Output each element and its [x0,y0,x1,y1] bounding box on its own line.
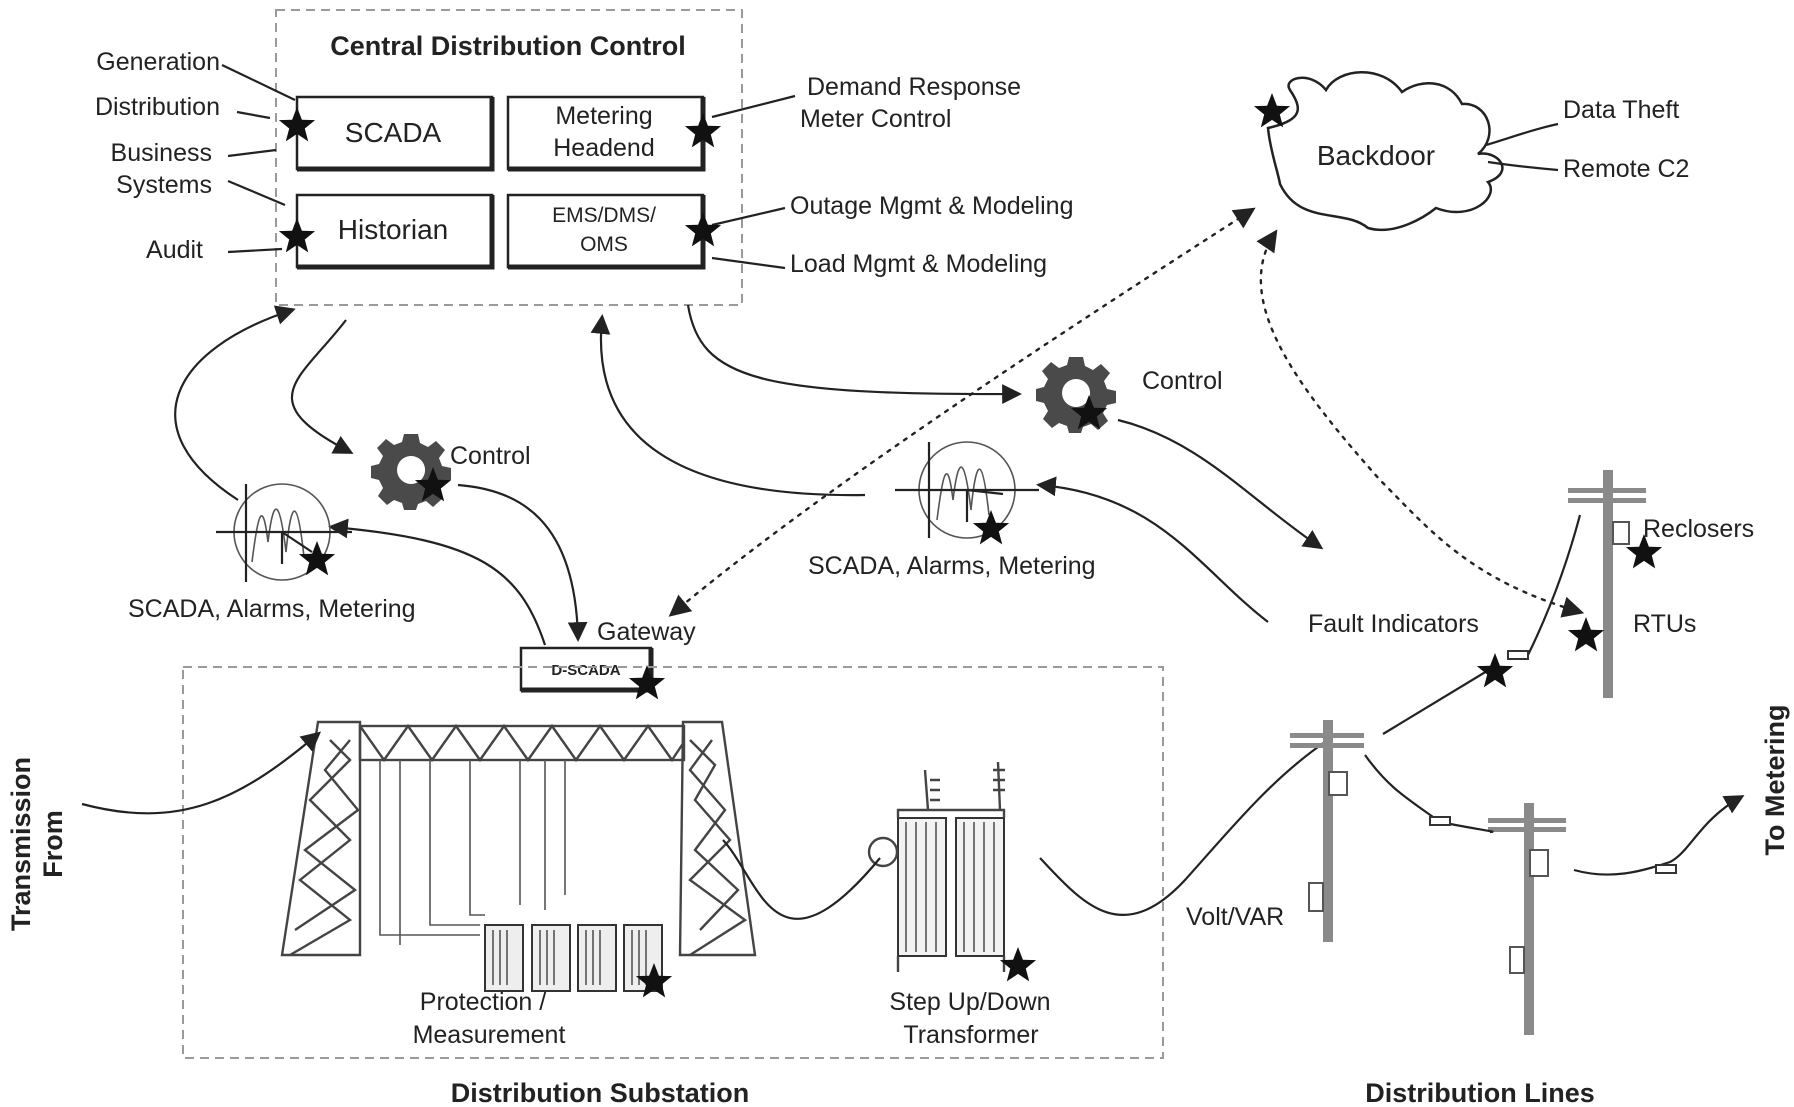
historian-label: Historian [338,214,448,245]
substation-footer: Distribution Substation [451,1078,749,1107]
backdoor-label: Backdoor [1317,140,1435,171]
backdoor-rtu-link [1256,229,1585,618]
data-theft-label: Data Theft [1563,96,1679,124]
gateway-to-left-scada-arrow [328,518,547,646]
from-transmission-label-2: Transmission [6,757,36,931]
left-control-gear-icon [371,434,451,510]
left-scada-alarms-label: SCADA, Alarms, Metering [128,595,416,623]
metering-headend-box: Metering Headend [506,95,706,172]
from-transmission-arrow [81,731,322,815]
load-label: Load Mgmt & Modeling [790,250,1047,278]
backdoor-cloud [1266,71,1504,231]
protection-label-1: Protection / [420,988,547,1016]
load-connector [711,256,786,270]
to-metering-label: To Metering [1760,705,1790,856]
rtu-threat-star-icon [1567,617,1605,652]
center-scada-monitor-icon [895,441,1039,539]
substation-frame [182,666,1164,1059]
from-transmission-label-1: From [38,810,68,878]
tower-to-transformer-line [722,839,881,920]
main-pole-icon [1290,720,1364,942]
transformer-threat-star-icon [999,947,1037,982]
line-sensor-device-2 [1655,864,1677,874]
outage-label: Outage Mgmt & Modeling [790,192,1073,220]
volt-var-label: Volt/VAR [1186,903,1284,931]
business-label-2: Systems [116,171,212,199]
distribution-label: Distribution [95,93,220,121]
fault-indicator-device [1507,650,1529,660]
data-theft-connector [1485,122,1559,147]
left-scada-monitor-icon [216,483,352,582]
remote-c2-label: Remote C2 [1563,155,1689,183]
fault-to-recloser-line [1527,514,1582,656]
right-control-label: Control [1142,367,1223,395]
transformer-label-1: Step Up/Down [889,988,1050,1016]
central-control-title: Central Distribution Control [330,31,685,61]
dscada-label: D-SCADA [551,662,620,679]
central-to-right-control-arrow [686,304,1022,404]
ems-label-2: OMS [580,233,628,256]
to-metering-arrow [1573,795,1745,876]
business-label-1: Business [111,139,212,167]
meter-control-label: Meter Control [800,105,951,133]
left-control-to-gateway-arrow [457,483,588,642]
recloser-pole-icon [1568,470,1646,698]
generation-connector [221,64,296,101]
left-control-label: Control [450,442,531,470]
transformer-label-2: Transformer [903,1021,1038,1049]
generation-label: Generation [96,48,220,76]
right-control-gear-icon [1036,357,1116,433]
fault-to-center-scada-arrow [1036,476,1269,623]
substation-tower-structure [280,720,757,957]
business-connector [227,148,277,158]
distribution-connector [236,110,271,120]
central-to-left-control-arrow [290,319,354,454]
scada-box: SCADA [295,95,495,172]
demand-response-label: Demand Response [807,73,1021,101]
metering-label-2: Headend [553,134,654,162]
center-scada-threat-star-icon [972,510,1010,545]
gateway-label: Gateway [597,618,696,646]
ems-label-1: EMS/DMS/ [552,204,656,227]
line-sensor-device-1 [1429,816,1451,826]
scada-label: SCADA [345,117,442,148]
demand-connector [711,94,796,119]
reclosers-label: Reclosers [1643,515,1754,543]
ems-dms-oms-box: EMS/DMS/ OMS [506,193,706,270]
rtus-label: RTUs [1633,610,1696,638]
center-scada-alarms-label: SCADA, Alarms, Metering [808,552,1096,580]
remote-c2-connector [1487,160,1559,172]
historian-box: Historian [295,193,495,270]
metering-label-1: Metering [555,102,652,130]
distribution-lines-footer: Distribution Lines [1365,1078,1595,1107]
transformer-to-pole-line [1039,741,1326,916]
center-scada-to-central-arrow [590,314,866,497]
backdoor-gateway-link [668,207,1256,617]
audit-label: Audit [146,236,203,264]
protection-label-2: Measurement [413,1021,566,1049]
systems-connector [227,179,286,207]
pole-to-fault-line [1382,664,1498,735]
protection-relays-icon [484,924,663,992]
dscada-box: D-SCADA [519,646,654,693]
outage-connector [711,206,786,227]
right-control-to-fault-arrow [1117,418,1324,550]
audit-connector [227,247,283,254]
secondary-pole-icon [1488,803,1566,1035]
transformer-icon [867,761,1006,972]
pole-to-secondary-line [1364,754,1494,834]
central-control-frame [275,9,743,306]
left-scada-to-central-arrow [174,305,296,501]
fault-indicators-label: Fault Indicators [1308,610,1479,638]
